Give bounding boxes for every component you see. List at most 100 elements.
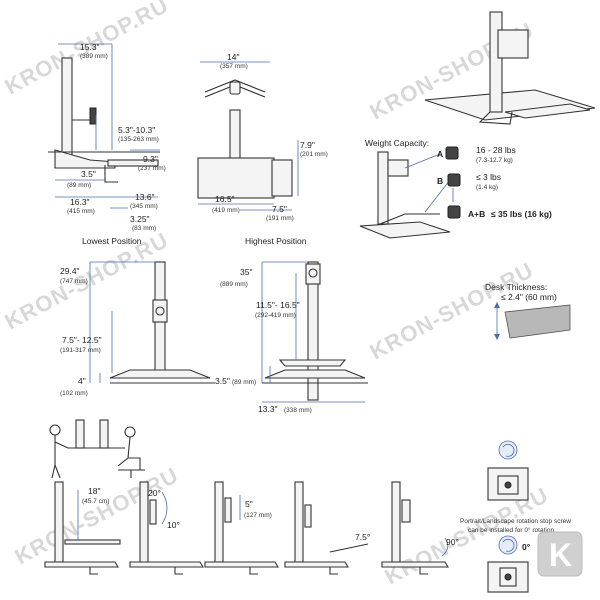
arm-range-mm: (135-263 mm) (118, 136, 159, 143)
weight-total-letters: A+B (468, 209, 485, 219)
clamp-depth-label: 3.5" (81, 169, 96, 179)
side-base (54, 149, 116, 169)
user-height-drawing (49, 419, 145, 479)
highest-drawing (261, 261, 368, 403)
highest-total-mm: (889 mm) (220, 281, 248, 288)
highest-width-mm: (338 mm) (284, 407, 312, 414)
lowest-base (109, 369, 211, 379)
adjust-step-lift (204, 481, 279, 575)
weight-mast (377, 151, 389, 225)
sitting-person (117, 436, 141, 470)
tray-label: 9.3" (143, 154, 158, 164)
rotation-note-2: can be installed for 0° rotation. (468, 526, 556, 534)
highest-base (264, 369, 366, 379)
monitor-mount (89, 107, 97, 125)
weight-b-letter: B (437, 176, 443, 186)
lowest-range-mm: (191-317 mm) (60, 347, 101, 354)
keyboard-mm: (345 mm) (130, 203, 158, 210)
weight-a-letter: A (437, 149, 443, 159)
lowest-carriage (152, 299, 168, 323)
kron-logo: K (537, 531, 583, 577)
top-mast (229, 109, 241, 163)
rotation-stop-drawing (487, 440, 529, 593)
lowest-total-mm: (747 mm) (60, 278, 88, 285)
lowest-total-label: 29.4" (60, 266, 80, 276)
weight-a-kg: (7.3-12.7 kg) (476, 157, 513, 164)
weight-capacity-title: Weight Capacity: (365, 138, 429, 148)
lowest-drawing (89, 261, 215, 384)
top-width-label: 14" (227, 52, 239, 62)
arm-hub (229, 81, 241, 95)
adjust-step-rotate (381, 481, 449, 575)
adjustment-sequence (44, 481, 449, 575)
highest-range-label: 11.5"- 16.5" (256, 300, 300, 310)
highest-total-label: 35" (240, 267, 252, 277)
side-shelf (271, 159, 293, 197)
standing-person (51, 435, 69, 479)
weight-total-value: ≤ 35 lbs (16 kg) (491, 209, 552, 219)
desk-thickness-value: ≤ 2.4" (60 mm) (501, 292, 557, 302)
base-lip-label: 3.25" (130, 214, 150, 224)
rotation-zero-label: 0° (522, 542, 531, 552)
desk-thickness-title: Desk Thickness: (485, 282, 547, 292)
standing-station (75, 419, 85, 449)
keyboard-label: 13.6" (135, 192, 155, 202)
iso-tray (504, 103, 591, 119)
side-mast (61, 57, 73, 167)
desk-slab (504, 304, 571, 339)
tray-mm: (237 mm) (138, 165, 166, 172)
weight-b-icon (447, 173, 461, 187)
side-view-drawing (48, 43, 160, 209)
side-tray (107, 159, 159, 167)
adjust-height-mm: (45.7 cm) (82, 498, 109, 505)
base-depth-label: 16.3" (70, 197, 90, 207)
highest-width-label: 13.3" (258, 404, 278, 414)
adjust-step-keyboard-tilt (284, 481, 369, 575)
top-depth-label: 15.3" (80, 42, 100, 52)
watermark: KRON-SHOP.RU (366, 257, 538, 364)
iso-mast (489, 11, 503, 113)
adjust-tilt-up: 20° (148, 488, 161, 498)
lowest-range-label: 7.5"- 12.5" (62, 335, 102, 345)
offset-mm: (191 mm) (266, 215, 294, 222)
top-base (197, 157, 275, 199)
adjust-height-label: 18" (88, 486, 100, 496)
highest-bottom-mm: (89 mm) (232, 379, 256, 386)
adjust-kb-tilt: 7.5° (355, 532, 370, 542)
lowest-bottom-mm: (102 mm) (60, 390, 88, 397)
weight-desk (359, 221, 451, 239)
iso-monitor (497, 29, 529, 59)
clamp-depth-mm: (89 mm) (67, 182, 91, 189)
logo-badge (537, 531, 583, 577)
adjust-step-tilt (129, 481, 204, 575)
adjust-rotate: 90° (446, 537, 459, 547)
isometric-drawing (424, 11, 596, 125)
standing-person-head (49, 424, 61, 436)
weight-monitor (387, 159, 409, 177)
monitor-arm-top (204, 79, 266, 93)
weight-b-kg: (1.4 kg) (476, 184, 498, 191)
rotation-note-1: Portrait/Landscape rotation stop screw (460, 518, 571, 525)
adjust-lift-mm: (127 mm) (244, 512, 272, 519)
top-height-label: 7.9" (300, 140, 315, 150)
highest-title: Highest Position (245, 236, 307, 246)
top-width-mm: (357 mm) (220, 63, 248, 70)
clamp (104, 165, 118, 183)
highest-bottom-label: 3.5" (215, 376, 230, 386)
lowest-title: Lowest Position (82, 236, 142, 246)
adjust-tilt-down: 10° (167, 520, 180, 530)
base-lip-mm: (83 mm) (132, 225, 156, 232)
offset-label: 7.5" (272, 204, 287, 214)
weight-a-icon (445, 146, 459, 160)
adjust-step-height (44, 481, 121, 575)
top-height-mm: (201 mm) (300, 151, 328, 158)
base-width-mm: (419 mm) (212, 207, 240, 214)
base-depth-mm: (415 mm) (67, 208, 95, 215)
arrow-a (404, 153, 441, 169)
top-view-drawing (197, 61, 299, 211)
arm-range-label: 5.3"-10.3" (118, 125, 155, 135)
top-depth-mm: (389 mm) (80, 53, 108, 60)
weight-drawing (359, 146, 461, 239)
desk-thickness-drawing (494, 302, 571, 340)
